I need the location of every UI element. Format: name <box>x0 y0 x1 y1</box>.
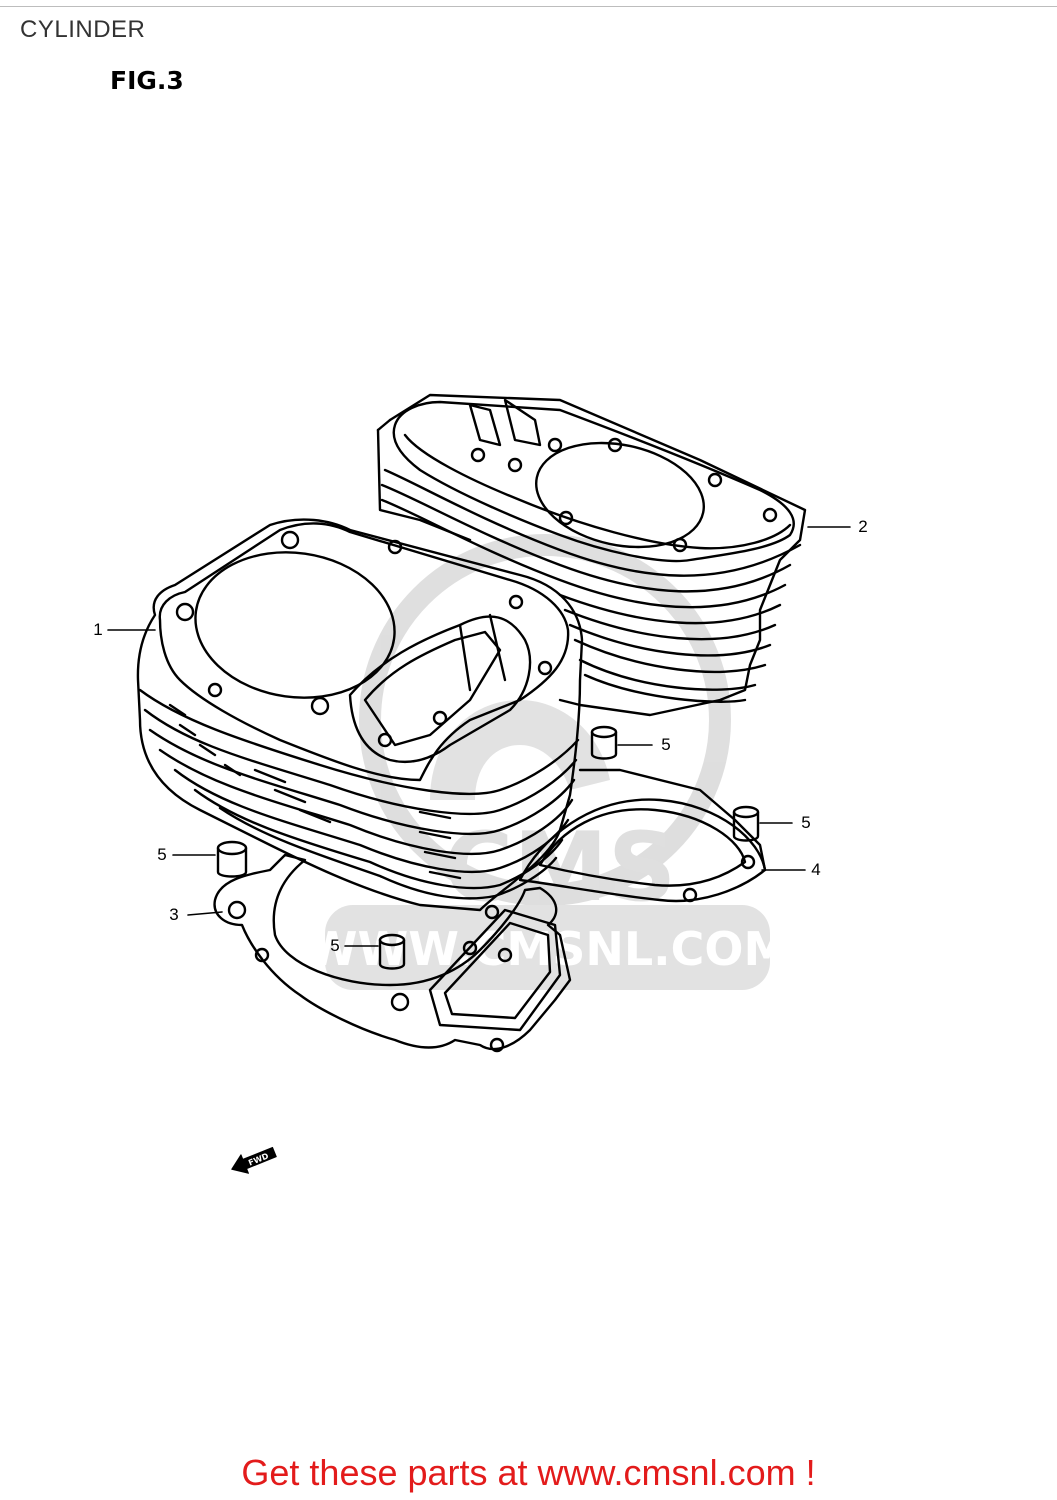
exploded-diagram: CMS WWW.CMSNL.COM <box>107 393 851 1174</box>
leader-lines <box>107 526 851 947</box>
rear-cylinder <box>376 393 807 717</box>
callout-part-5-left: 5 <box>157 845 167 864</box>
callout-part-3: 3 <box>169 905 179 924</box>
dowel-pin-4 <box>732 805 760 842</box>
dowel-pin-1 <box>216 840 248 878</box>
dowel-pin-2 <box>378 933 406 970</box>
fwd-arrow-label: FWD <box>247 1151 270 1167</box>
top-rule <box>0 6 1057 7</box>
figure-label: FIG.3 <box>110 66 184 95</box>
fwd-arrow-icon: FWD <box>231 1146 277 1174</box>
callout-part-5-upper: 5 <box>661 735 671 754</box>
rear-base-gasket <box>518 768 767 903</box>
callout-part-1: 1 <box>93 620 103 639</box>
callout-part-5-center: 5 <box>330 936 340 955</box>
watermark-logo: CMS WWW.CMSNL.COM <box>307 534 789 990</box>
page-title: CYLINDER <box>20 16 146 43</box>
front-cylinder <box>136 518 584 912</box>
dowel-pin-3 <box>590 725 618 760</box>
callout-part-2: 2 <box>858 517 868 536</box>
callout-part-4: 4 <box>811 860 821 879</box>
callout-part-5-right: 5 <box>801 813 811 832</box>
front-base-gasket <box>213 853 572 1053</box>
buy-parts-link[interactable]: Get these parts at www.cmsnl.com ! <box>241 1452 816 1493</box>
